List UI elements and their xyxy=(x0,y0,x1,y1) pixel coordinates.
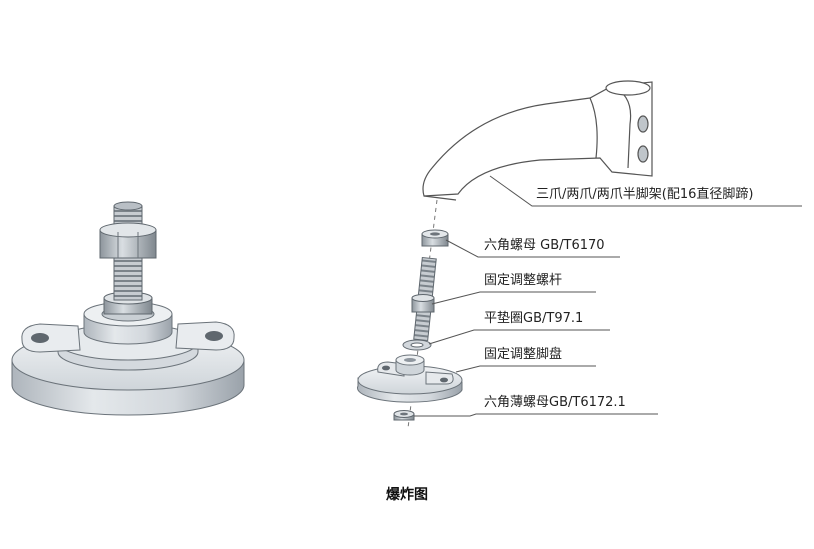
assembled-base-ear-right xyxy=(175,321,235,351)
flat-washer-part xyxy=(402,339,432,351)
label-flat-washer: 平垫圈GB/T97.1 xyxy=(484,311,584,326)
foot-base-part xyxy=(356,354,463,403)
bracket-part xyxy=(422,80,653,201)
label-bracket: 三爪/两爪/两爪半脚架(配16直径脚蹄) xyxy=(536,187,754,202)
label-screw-rod: 固定调整螺杆 xyxy=(484,273,563,288)
label-thin-nut: 六角薄螺母GB/T6172.1 xyxy=(484,395,626,410)
label-hex-nut: 六角螺母 GB/T6170 xyxy=(484,238,605,253)
leader-bracket xyxy=(489,175,802,207)
assembled-foot xyxy=(11,201,245,416)
label-foot-base: 固定调整脚盘 xyxy=(484,347,563,362)
leader-screw-rod xyxy=(431,291,596,305)
thin-hex-nut-part xyxy=(393,410,415,421)
screw-rod-part xyxy=(411,256,437,342)
leader-washer xyxy=(428,329,610,345)
leader-hex-nut xyxy=(445,239,620,258)
diagram-caption: 爆炸图 xyxy=(386,487,428,503)
hex-nut-part xyxy=(421,229,449,247)
leader-lines xyxy=(414,175,802,417)
leader-thin-nut xyxy=(414,413,658,417)
assembled-base-ear-left xyxy=(21,323,81,353)
leader-foot-base xyxy=(455,365,596,373)
